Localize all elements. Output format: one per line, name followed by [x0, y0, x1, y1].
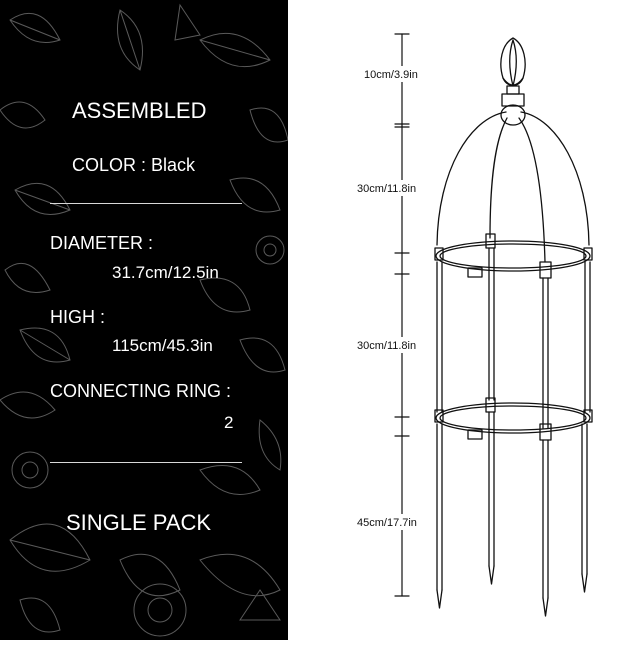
connecting-ring-label: CONNECTING RING : [50, 381, 232, 401]
dome-arch [489, 117, 508, 239]
dome-arch [520, 111, 590, 246]
color-spec: COLOR : Black [72, 155, 196, 175]
dimension-upper-label: 30cm/11.8in [357, 183, 416, 195]
divider [50, 462, 242, 463]
pack-label: SINGLE PACK [66, 510, 212, 535]
dome-arch [436, 111, 507, 246]
spec-panel: ASSEMBLED COLOR : Black DIAMETER : 31.7c… [0, 0, 288, 640]
dimension-top-label: 10cm/3.9in [364, 69, 418, 81]
finial-icon [500, 37, 526, 87]
lower-ring [435, 402, 591, 434]
foliage-pattern-icon [0, 3, 288, 637]
high-value: 115cm/45.3in [112, 336, 213, 355]
diameter-label: DIAMETER : [50, 233, 154, 253]
upper-ring [435, 240, 591, 272]
dimension-middle-label: 30cm/11.8in [357, 340, 416, 352]
diameter-value: 31.7cm/12.5in [112, 263, 219, 282]
assembled-heading: ASSEMBLED [72, 98, 207, 123]
dome-arch [518, 117, 546, 263]
divider [50, 203, 242, 204]
high-label: HIGH : [50, 307, 106, 327]
connecting-ring-value: 2 [224, 413, 234, 432]
trellis-drawing: 10cm/3.9in 30cm/11.8in 30cm/11.8in 45cm/… [355, 33, 593, 617]
product-drawing: 10cm/3.9in 30cm/11.8in 30cm/11.8in 45cm/… [288, 0, 640, 640]
dimension-bottom-label: 45cm/17.7in [357, 517, 417, 529]
